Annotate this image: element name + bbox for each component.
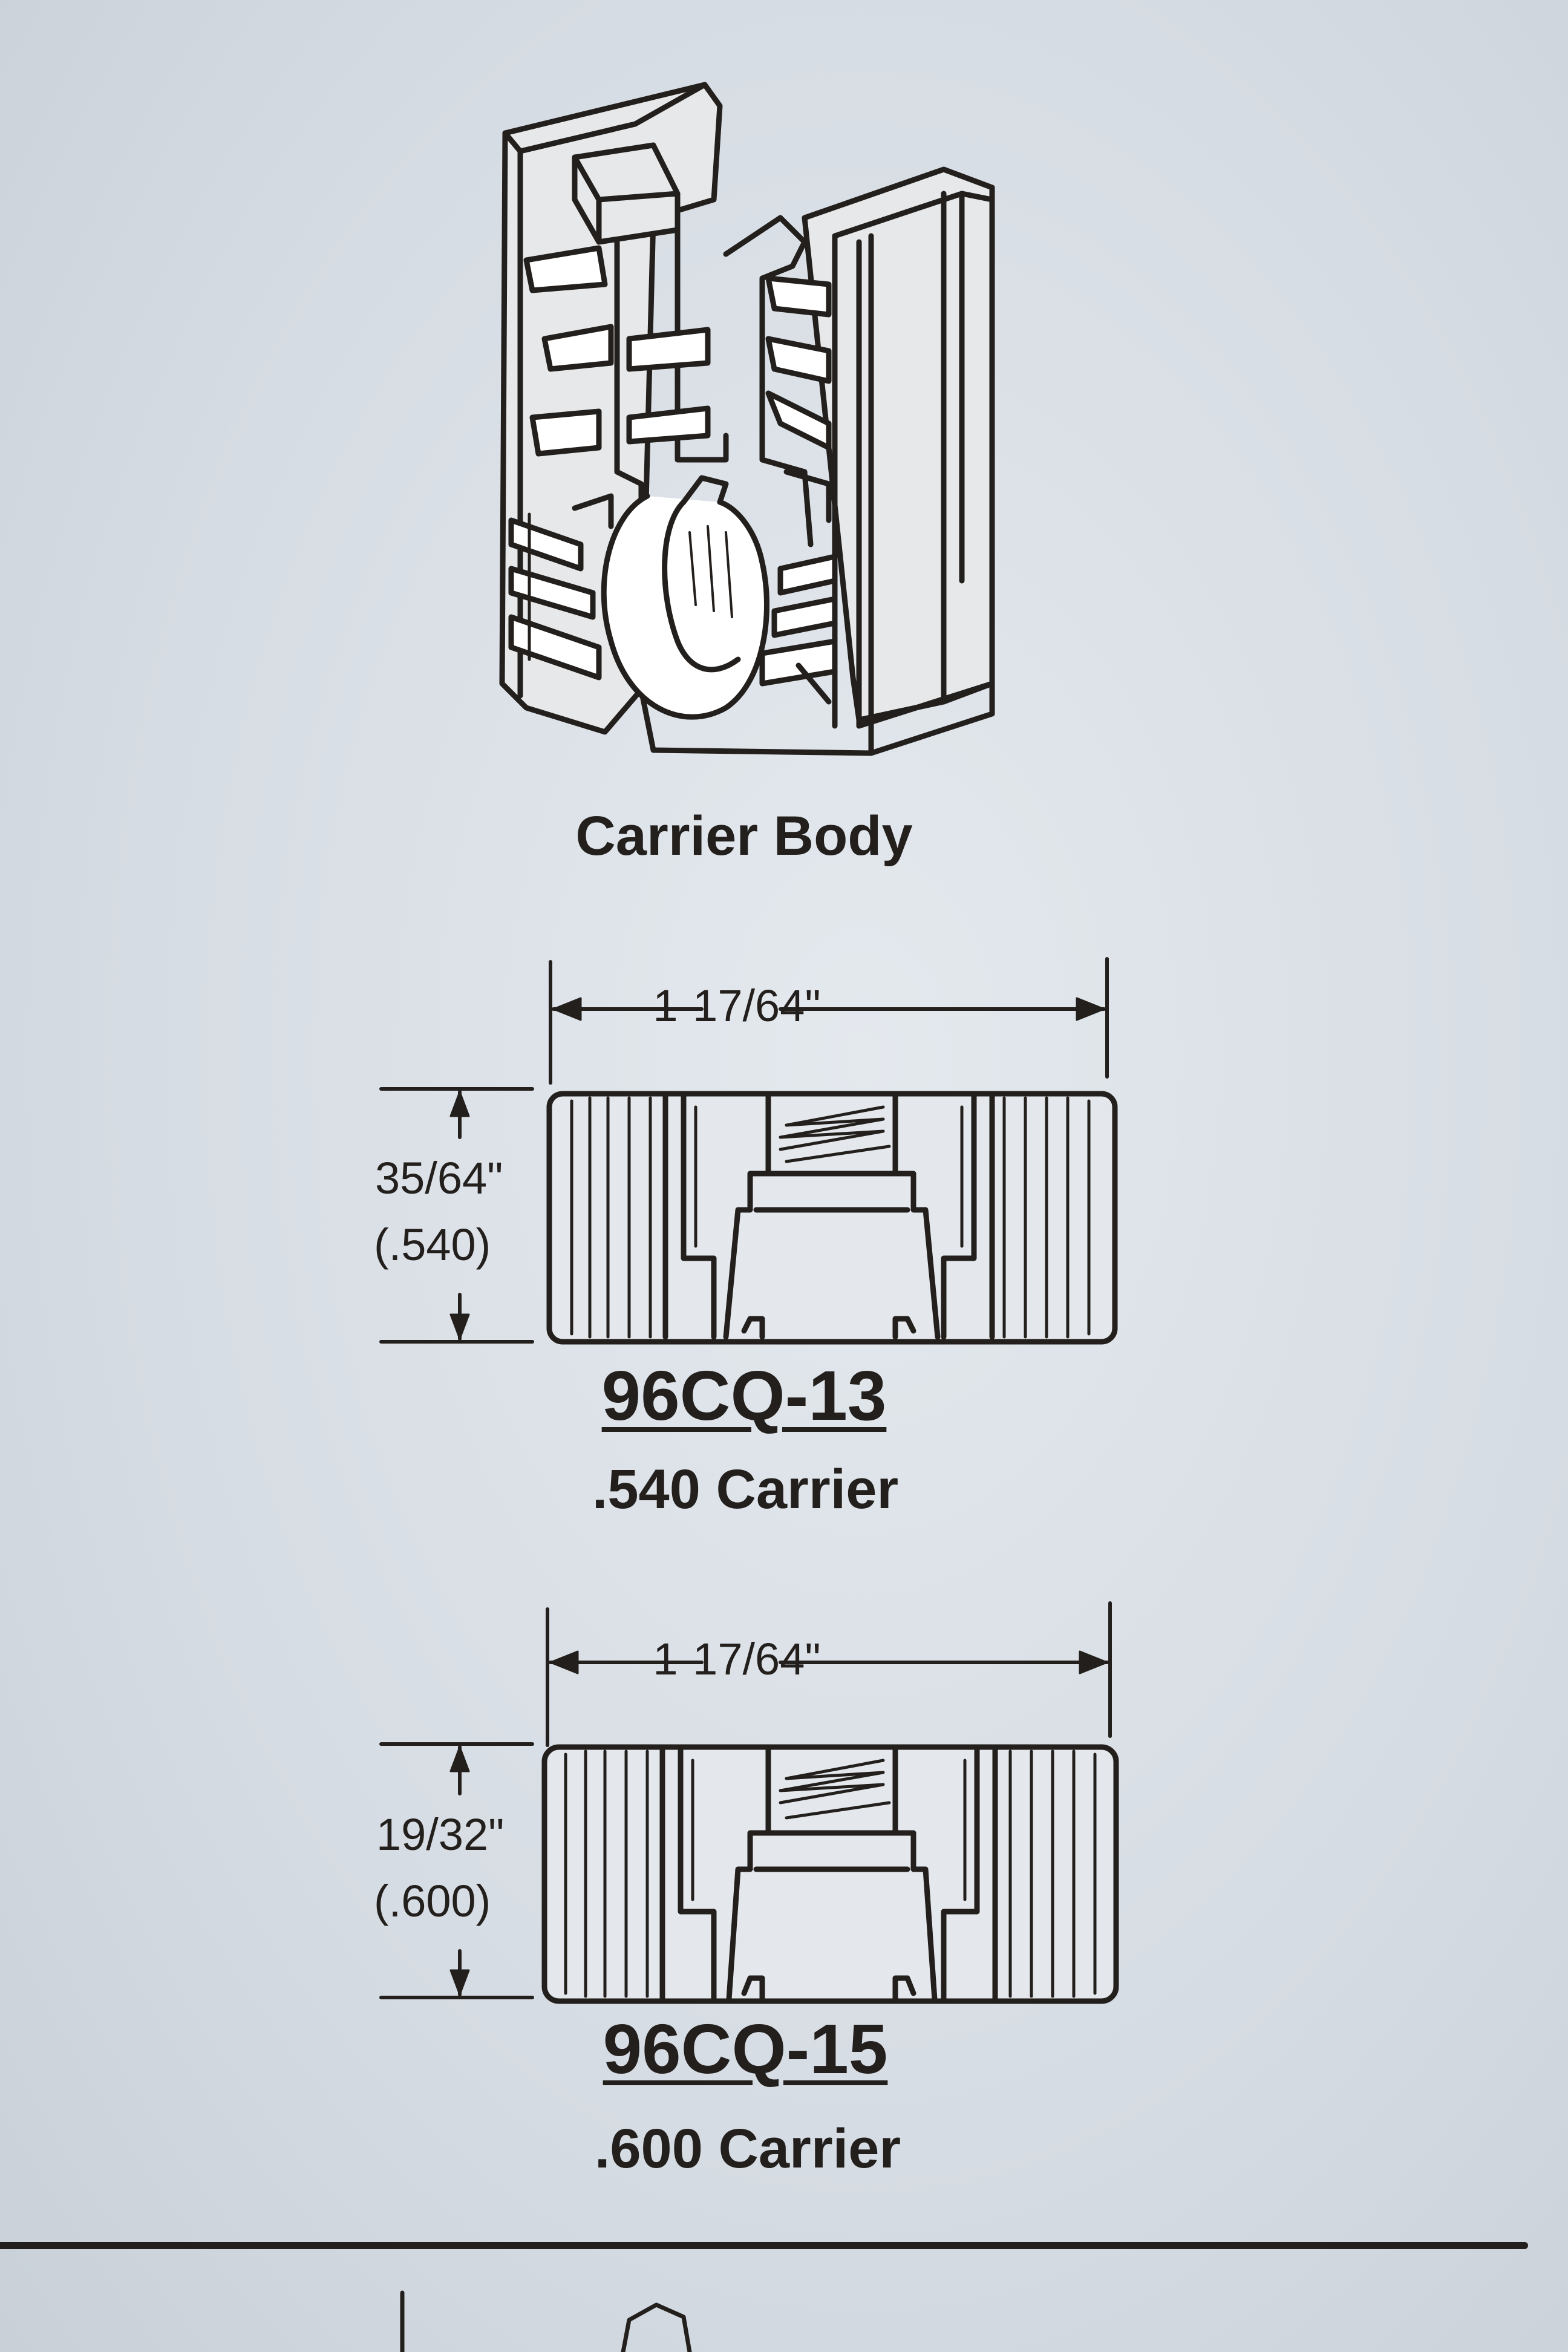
part-2-number: 96CQ-15 bbox=[603, 2010, 888, 2088]
part-1-height-decimal: (.540) bbox=[374, 1220, 491, 1270]
part-1-outline bbox=[546, 1091, 1118, 1345]
part-1-number: 96CQ-13 bbox=[601, 1356, 887, 1435]
carrier-body-drawing bbox=[499, 82, 995, 756]
part-2-outline bbox=[541, 1744, 1119, 2004]
part-1-width-label: 1-17/64" bbox=[653, 981, 821, 1031]
page-fragment-nut bbox=[621, 2302, 692, 2352]
part-1-description: .540 Carrier bbox=[592, 1459, 899, 1520]
carrier-body-caption: Carrier Body bbox=[575, 805, 913, 867]
part-2-description: .600 Carrier bbox=[594, 2118, 901, 2180]
part-1-drawing bbox=[379, 957, 1118, 1345]
part-2-width-label: 1-17/64" bbox=[653, 1634, 821, 1684]
part-2-drawing bbox=[379, 1601, 1119, 2004]
part-2-height-decimal: (.600) bbox=[374, 1876, 491, 1926]
part-2-height-label: 19/32" bbox=[376, 1809, 505, 1860]
part-1-height-label: 35/64" bbox=[375, 1153, 503, 1203]
